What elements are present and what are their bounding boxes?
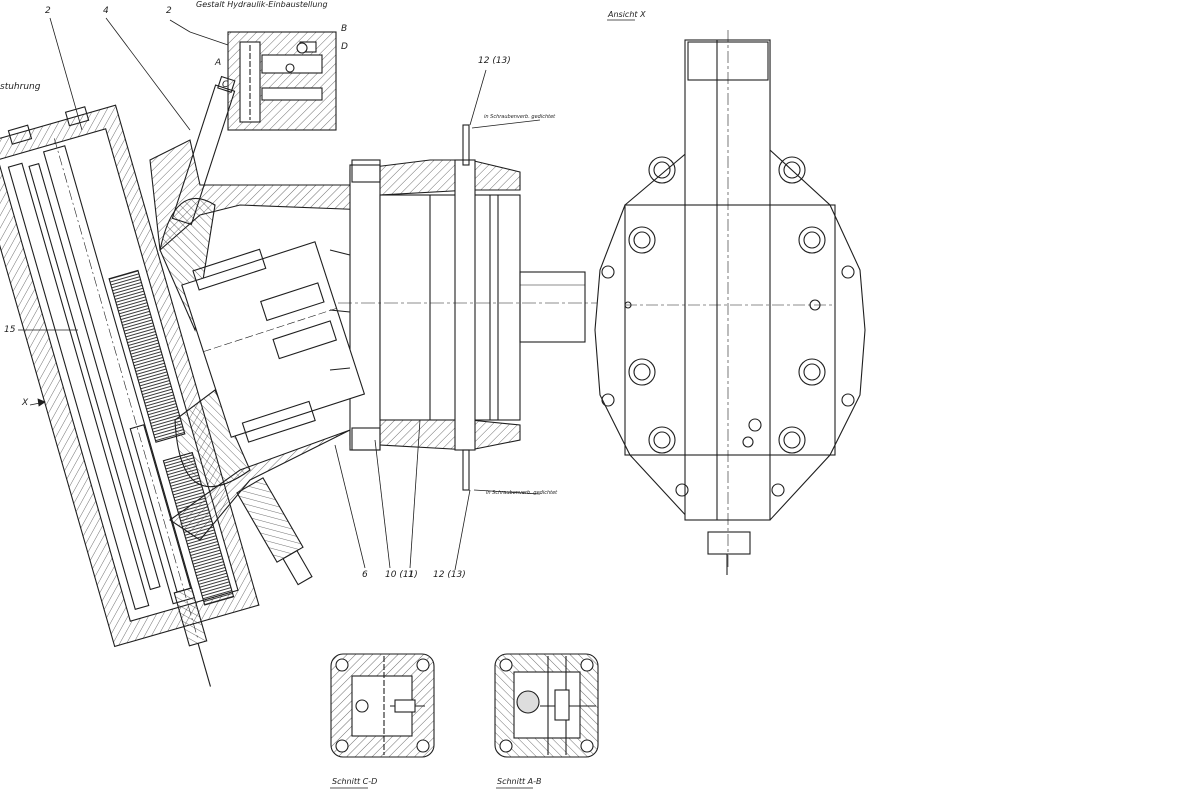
port-label-d: D — [341, 42, 348, 52]
top-note: Gestalt Hydraulik-Einbaustellung — [196, 0, 328, 9]
part-number-2-left: 2 — [45, 6, 51, 16]
direction-x-label: X — [22, 398, 29, 408]
part-number-2-top: 2 — [166, 6, 172, 16]
valve-inset-section — [227, 31, 337, 131]
section-cd-label: Schnitt C-D — [332, 777, 378, 786]
part-number-12-top: 12 (13) — [478, 56, 511, 66]
view-x-drawing — [594, 30, 866, 575]
pump-housing-section — [149, 75, 600, 586]
section-cd-drawing — [330, 653, 435, 758]
leader-note-bottom: in Schraubenverb. gedichtet — [486, 490, 558, 496]
part-number-1: 1 — [408, 570, 414, 580]
port-label-c: C — [222, 80, 229, 90]
leader-note-top: in Schraubenverb. gedichtet — [484, 114, 556, 120]
section-ab-drawing — [494, 653, 599, 758]
part-number-15: 15 — [4, 325, 16, 335]
leader-lines — [18, 17, 635, 789]
view-x-label: Ansicht X — [608, 10, 646, 19]
port-label-b: B — [341, 24, 348, 34]
part-number-12-bottom: 12 (13) — [433, 570, 466, 580]
part-number-6: 6 — [362, 570, 368, 580]
section-ab-label: Schnitt A-B — [497, 777, 542, 786]
left-edge-text: stuhrung — [0, 82, 41, 92]
port-label-a: A — [215, 58, 222, 68]
part-number-10: 10 (11) — [385, 570, 418, 580]
part-number-4: 4 — [103, 6, 109, 16]
